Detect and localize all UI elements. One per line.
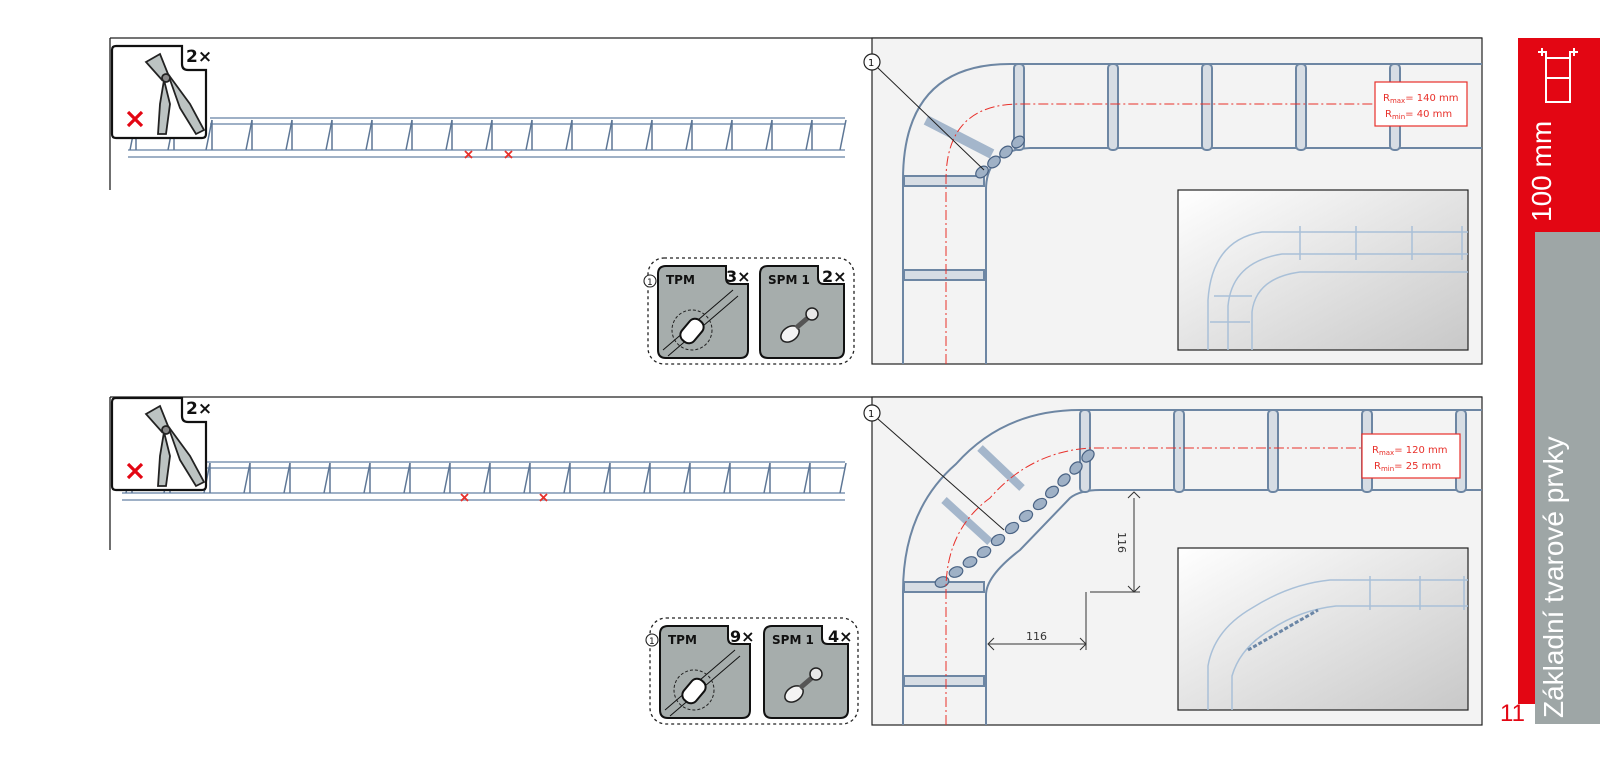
spm-card-step2: [763, 625, 849, 719]
tpm-card-step1: [657, 265, 749, 359]
straight-tray-step2: [122, 461, 847, 501]
spm-count-step1: 2×: [822, 267, 847, 286]
step-1-panel: 2× 1 TPM 3× SPM 1 2×: [109, 37, 1483, 365]
callout-number-step2: 1: [868, 409, 874, 420]
parts-group-step1: 1: [643, 257, 855, 365]
rmin-step1: Rmin= 40 mm: [1385, 109, 1452, 121]
width-tab: [1518, 38, 1600, 232]
section-tab: [1535, 232, 1600, 724]
parts-callout-step1: 1: [647, 278, 653, 288]
section-title: Základní tvarové prvky: [1538, 436, 1569, 718]
spm-code-step1: SPM 1: [768, 273, 810, 287]
tpm-count-step2: 9×: [730, 627, 755, 646]
cut-marks-step1: [464, 150, 513, 159]
inset-photo-step2: [1177, 547, 1469, 711]
bolt-icon: [780, 307, 819, 343]
spm-count-step2: 4×: [828, 627, 853, 646]
spm-code-step2: SPM 1: [772, 633, 814, 647]
cut-count-step2: 2×: [186, 399, 212, 419]
step-2-panel: 2× 1 TPM 9× SPM 1 4×: [109, 396, 1483, 726]
dim-horizontal-step2: 116: [1026, 630, 1047, 643]
tray-profile-icon: [1538, 48, 1578, 103]
cut-marks-step2: [460, 493, 548, 502]
rmin-step2: Rmin= 25 mm: [1374, 461, 1441, 473]
callout-leader-step1: [877, 67, 985, 171]
callout-circle-step2: [863, 404, 881, 422]
radius-box-step2: [1361, 433, 1461, 479]
tpm-connector-icon: [664, 649, 741, 717]
callout-number-step1: 1: [868, 58, 874, 69]
cutter-icon: [110, 44, 208, 140]
callout-leader-step2: [877, 418, 1005, 531]
cut-count-step1: 2×: [186, 47, 212, 67]
centerline-step2: [945, 447, 1460, 725]
callout-circle-step1: [863, 53, 881, 71]
tpm-code-step2: TPM: [668, 633, 697, 647]
tpm-connector-icon: [662, 289, 739, 357]
straight-tray-step1: [128, 117, 847, 158]
centerline-step1: [945, 103, 1460, 364]
tpm-code-step1: TPM: [666, 273, 695, 287]
parts-callout-step2: 1: [649, 637, 655, 647]
inset-photo-step1: [1177, 189, 1469, 351]
side-red-strip: [1518, 232, 1535, 704]
page-number: 11: [1500, 700, 1525, 727]
parts-group-step2: 1: [645, 617, 859, 725]
rmax-step2: Rmax= 120 mm: [1372, 445, 1448, 457]
tpm-card-step2: [659, 625, 751, 719]
tpm-count-step1: 3×: [726, 267, 751, 286]
radius-box-step1: [1374, 81, 1468, 127]
dimension-lines-step2: [987, 491, 1141, 651]
bolt-icon: [784, 667, 823, 703]
width-label: 100 mm: [1526, 120, 1557, 222]
connector-chain-step2: [934, 449, 1095, 588]
cutter-icon: [110, 396, 208, 492]
spm-card-step1: [759, 265, 845, 359]
rmax-step1: Rmax= 140 mm: [1383, 93, 1459, 105]
dim-vertical-step2: 116: [1115, 532, 1128, 553]
connector-chain-step1: [975, 135, 1025, 179]
